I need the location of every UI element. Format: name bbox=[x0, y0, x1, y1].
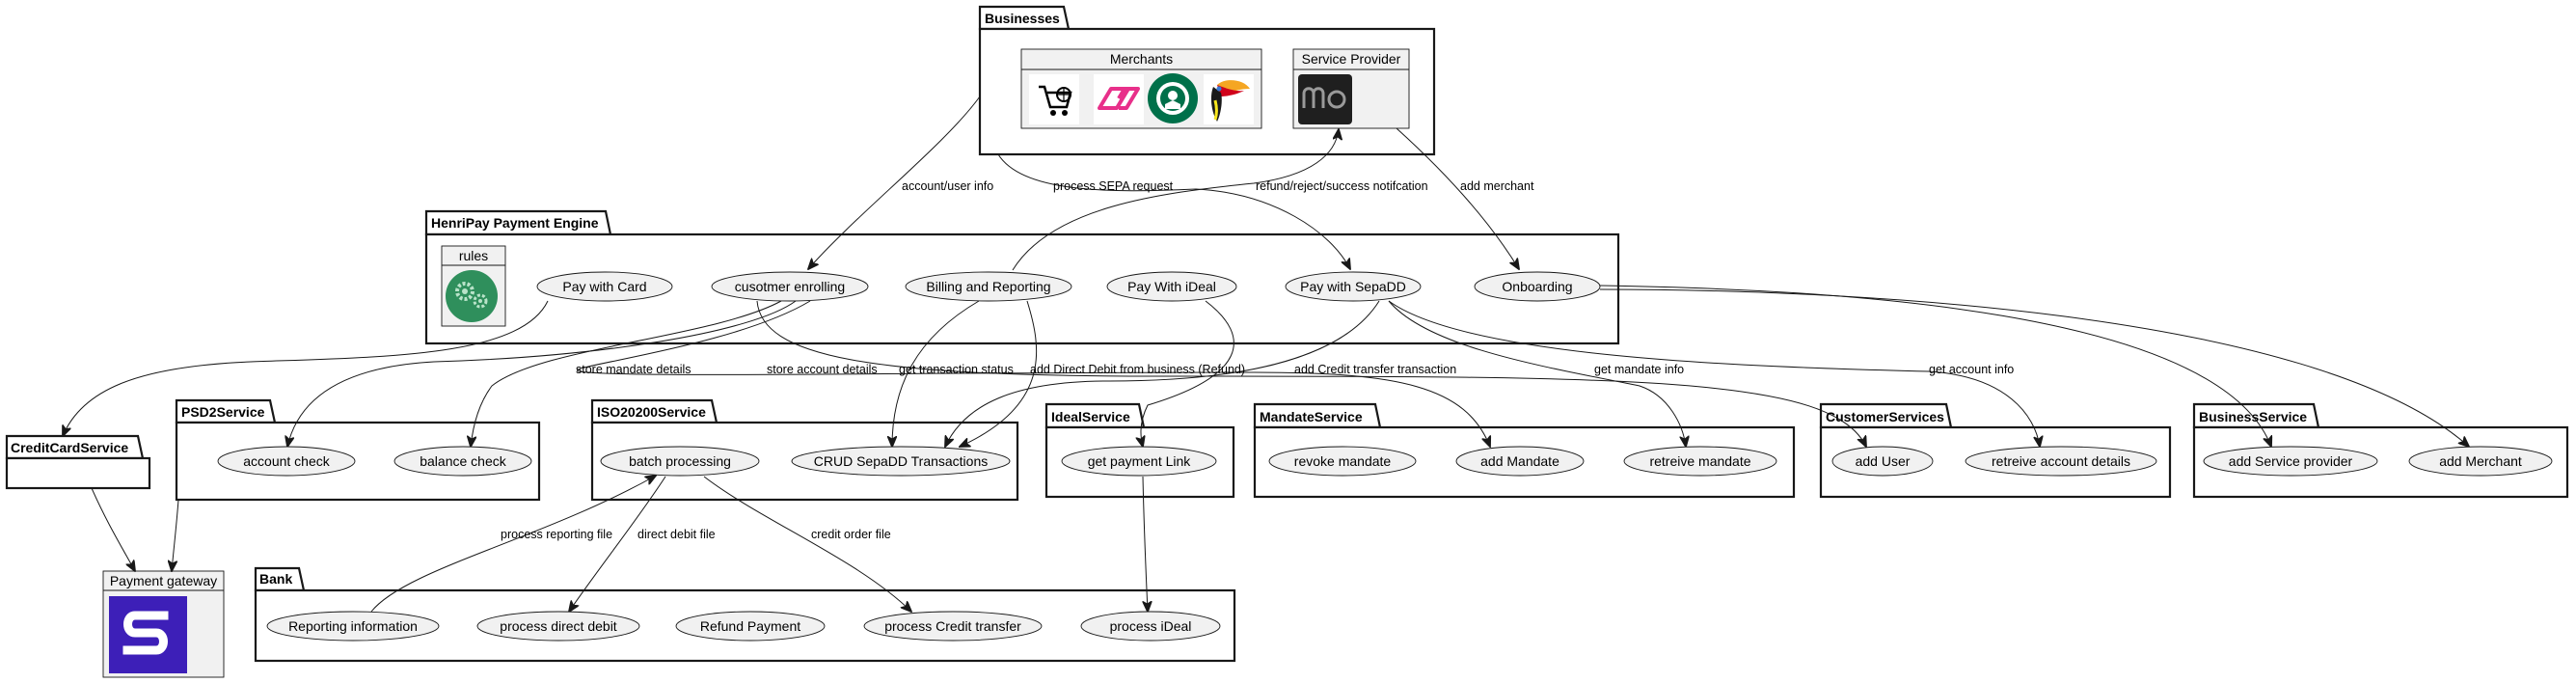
package-title: Bank bbox=[259, 571, 292, 587]
usecase-label: revoke mandate bbox=[1294, 453, 1392, 469]
service-provider-box: Service Provider bbox=[1292, 48, 1410, 129]
package-title: ISO20200Service bbox=[597, 404, 706, 420]
usecase-add-user[interactable]: add User bbox=[1831, 446, 1934, 477]
usecase-label: add Service provider bbox=[2229, 453, 2353, 469]
usecase-revoke-mandate[interactable]: revoke mandate bbox=[1268, 446, 1417, 477]
edge-labels: account/user info process SEPA request r… bbox=[501, 179, 2014, 541]
usecase-label: get payment Link bbox=[1088, 453, 1192, 469]
edge-label-get-transaction-status: get transaction status bbox=[899, 363, 1014, 376]
edge-label-add-direct-debit: add Direct Debit from business (Refund) bbox=[1030, 363, 1245, 376]
gears-logo-icon bbox=[446, 270, 498, 322]
usecase-onboarding[interactable]: Onboarding bbox=[1474, 271, 1601, 302]
edge-label-store-account-details: store account details bbox=[767, 363, 878, 376]
usecase-label: Pay with SepaDD bbox=[1300, 279, 1406, 294]
merchants-box: Merchants bbox=[1020, 48, 1262, 129]
starbucks-logo-icon bbox=[1148, 73, 1198, 123]
payment-gateway-title: Payment gateway bbox=[110, 573, 217, 588]
usecase-label: Pay with Card bbox=[562, 279, 646, 294]
stripe-logo-icon bbox=[109, 596, 187, 673]
service-provider-title: Service Provider bbox=[1302, 51, 1401, 67]
usecase-customer-enrolling[interactable]: cusotmer enrolling bbox=[711, 271, 869, 302]
usecase-label: process Credit transfer bbox=[884, 618, 1021, 634]
usecase-add-merchant[interactable]: add Merchant bbox=[2408, 446, 2553, 477]
usecase-process-direct-debit[interactable]: process direct debit bbox=[476, 611, 640, 642]
edge-label-refund-notification: refund/reject/success notifcation bbox=[1256, 179, 1428, 193]
edge-label-add-credit-transfer: add Credit transfer transaction bbox=[1294, 363, 1456, 376]
package-title: CreditCardService bbox=[11, 440, 128, 455]
usecase-batch-processing[interactable]: batch processing bbox=[600, 446, 760, 477]
usecase-label: Reporting information bbox=[288, 618, 418, 634]
package-title: MandateService bbox=[1260, 409, 1363, 424]
usecase-label: retreive account details bbox=[1992, 453, 2130, 469]
edge-label-store-mandate-details: store mandate details bbox=[576, 363, 691, 376]
usecase-label: Pay With iDeal bbox=[1127, 279, 1216, 294]
usecase-pay-with-ideal[interactable]: Pay With iDeal bbox=[1106, 271, 1237, 302]
edge-label-get-account-info: get account info bbox=[1929, 363, 2014, 376]
usecase-balance-check[interactable]: balance check bbox=[393, 446, 532, 477]
usecase-get-payment-link[interactable]: get payment Link bbox=[1061, 446, 1217, 477]
edge-label-process-sepa-request: process SEPA request bbox=[1053, 179, 1174, 193]
package-title: Businesses bbox=[985, 11, 1060, 26]
usecase-refund-payment[interactable]: Refund Payment bbox=[675, 611, 826, 642]
usecase-retreive-mandate[interactable]: retreive mandate bbox=[1623, 446, 1777, 477]
usecase-label: balance check bbox=[420, 453, 507, 469]
usecase-label: Refund Payment bbox=[700, 618, 800, 634]
usecase-label: batch processing bbox=[629, 453, 731, 469]
usecase-label: account check bbox=[243, 453, 330, 469]
usecase-add-mandate[interactable]: add Mandate bbox=[1455, 446, 1585, 477]
usecase-process-credit-transfer[interactable]: process Credit transfer bbox=[863, 611, 1043, 642]
rules-title: rules bbox=[459, 248, 488, 263]
merchants-title: Merchants bbox=[1110, 51, 1173, 67]
mo-logo-icon bbox=[1298, 74, 1352, 124]
package-title: CustomerServices bbox=[1826, 409, 1944, 424]
edges bbox=[63, 96, 2469, 612]
usecase-reporting-information[interactable]: Reporting information bbox=[266, 611, 440, 642]
toucan-logo-icon bbox=[1204, 74, 1254, 124]
usecase-billing-reporting[interactable]: Billing and Reporting bbox=[905, 271, 1072, 302]
edge-label-direct-debit-file: direct debit file bbox=[637, 528, 716, 541]
edge-label-add-merchant: add merchant bbox=[1460, 179, 1534, 193]
usecase-label: CRUD SepaDD Transactions bbox=[814, 453, 989, 469]
edge-label-account-user-info: account/user info bbox=[902, 179, 993, 193]
edge-label-process-reporting-file: process reporting file bbox=[501, 528, 612, 541]
usecase-label: add User bbox=[1856, 453, 1911, 469]
rules-box: rules bbox=[441, 245, 506, 327]
usecase-label: process direct debit bbox=[500, 618, 617, 634]
usecase-add-service-provider[interactable]: add Service provider bbox=[2203, 446, 2378, 477]
pink-link-logo-icon bbox=[1094, 74, 1144, 124]
shopping-cart-logo-icon bbox=[1029, 74, 1079, 124]
package-title: HenriPay Payment Engine bbox=[431, 215, 599, 231]
usecase-label: add Mandate bbox=[1480, 453, 1559, 469]
usecase-label: Billing and Reporting bbox=[926, 279, 1050, 294]
usecase-pay-with-card[interactable]: Pay with Card bbox=[536, 271, 673, 302]
usecase-process-ideal[interactable]: process iDeal bbox=[1080, 611, 1221, 642]
edge-label-credit-order-file: credit order file bbox=[811, 528, 891, 541]
usecase-pay-with-sepadd[interactable]: Pay with SepaDD bbox=[1285, 271, 1422, 302]
package-title: IdealService bbox=[1051, 409, 1130, 424]
usecase-label: cusotmer enrolling bbox=[735, 279, 845, 294]
usecase-retreive-account-details[interactable]: retreive account details bbox=[1965, 446, 2157, 477]
usecase-account-check[interactable]: account check bbox=[217, 446, 356, 477]
package-creditcard: CreditCardService bbox=[5, 434, 151, 490]
usecases: Pay with Card cusotmer enrolling Billing… bbox=[217, 271, 2553, 642]
usecase-label: retreive mandate bbox=[1649, 453, 1750, 469]
usecase-crud-sepadd[interactable]: CRUD SepaDD Transactions bbox=[791, 446, 1011, 477]
usecase-label: Onboarding bbox=[1502, 279, 1572, 294]
usecase-label: process iDeal bbox=[1110, 618, 1192, 634]
edge-label-get-mandate-info: get mandate info bbox=[1594, 363, 1684, 376]
package-title: PSD2Service bbox=[181, 404, 265, 420]
usecase-label: add Merchant bbox=[2439, 453, 2522, 469]
payment-gateway-box: Payment gateway bbox=[102, 570, 225, 678]
